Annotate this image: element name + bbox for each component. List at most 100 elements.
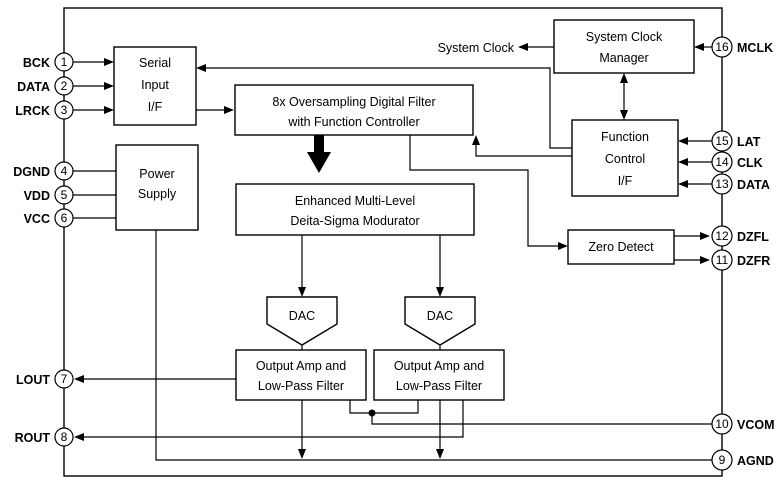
pin-8: 8 ROUT [15, 427, 74, 447]
mod-to-dac-right-arrow [436, 287, 444, 297]
pin-11: 11 DZFR [711, 249, 770, 271]
pin-12: 12 DZFL [711, 225, 769, 247]
pin-12-name: DZFL [737, 230, 769, 244]
pin-12-number: 12 [715, 229, 729, 243]
fc-line-3: I/F [618, 174, 633, 188]
clock-line-1: System Clock [586, 30, 663, 44]
clock-fc-arrow-down [620, 110, 628, 120]
pin-5-number: 5 [61, 188, 68, 202]
pin-16-name: MCLK [737, 41, 773, 55]
serial-line-1: Serial [139, 56, 171, 70]
pin-13-name: DATA [737, 178, 770, 192]
pin-6-number: 6 [61, 211, 68, 225]
power-line-2: Supply [138, 187, 177, 201]
pin-16-number: 16 [715, 40, 729, 54]
pin-10-name: VCOM [737, 418, 775, 432]
bck-arrow [104, 58, 114, 66]
pin-3: 3 LRCK [15, 100, 74, 120]
pin-13-number: 13 [715, 177, 729, 191]
data-in-arrow [104, 82, 114, 90]
pin-3-name: LRCK [15, 104, 50, 118]
pin-6-name: VCC [24, 212, 50, 226]
fc-to-filter-arrow [472, 135, 480, 145]
pin-14-name: CLK [737, 156, 763, 170]
fc-to-filter-line [475, 143, 572, 157]
pin-2-number: 2 [61, 79, 68, 93]
thick-arrow-head [307, 152, 331, 173]
pin-16: 16 MCLK [711, 36, 773, 58]
pin-2: 2 DATA [17, 76, 74, 96]
pin-11-number: 11 [716, 253, 729, 267]
clk-arrow [678, 158, 688, 166]
vcom-line [371, 413, 712, 425]
dzfl-arrow [700, 232, 710, 240]
pin-2-name: DATA [17, 80, 50, 94]
zero-detect-label: Zero Detect [588, 240, 654, 254]
fc-line-1: Function [601, 130, 649, 144]
function-control-block: Function Control I/F [571, 119, 679, 197]
amp-right-block: Output Amp and Low-Pass Filter [373, 349, 505, 401]
power-line-1: Power [139, 167, 174, 181]
filter-to-zero-arrow [558, 242, 568, 250]
fc-to-serial-line [204, 67, 572, 149]
pin-1-number: 1 [61, 55, 68, 69]
dzfr-arrow [700, 256, 710, 264]
thick-arrow-shaft [314, 135, 324, 155]
modulator-line-1: Enhanced Multi-Level [295, 194, 415, 208]
clock-line-2: Manager [599, 51, 648, 65]
serial-to-filter-arrow [224, 106, 234, 114]
fc-to-serial-arrow [196, 64, 206, 72]
pin-5: 5 VDD [24, 185, 74, 205]
fc-line-2: Control [605, 152, 645, 166]
amp-left-block: Output Amp and Low-Pass Filter [235, 349, 367, 401]
rout-arrow [74, 433, 84, 441]
serial-input-block: Serial Input I/F [113, 46, 197, 126]
mod-to-dac-left-arrow [298, 287, 306, 297]
clock-manager-block: System Clock Manager [553, 19, 695, 74]
pin-7-number: 7 [61, 372, 68, 386]
pin-4-number: 4 [61, 164, 68, 178]
filter-line-1: 8x Oversampling Digital Filter [272, 95, 435, 109]
pin-14-number: 14 [715, 155, 729, 169]
modulator-block: Enhanced Multi-Level Deita-Sigma Modurat… [235, 183, 475, 236]
dac-right-label: DAC [427, 309, 453, 323]
pin-15: 15 LAT [711, 130, 761, 152]
amp-left-line-2: Low-Pass Filter [258, 379, 344, 393]
amp-right-line-2: Low-Pass Filter [396, 379, 482, 393]
pin-6: 6 VCC [24, 208, 74, 228]
clock-fc-arrow-up [620, 73, 628, 83]
serial-line-3: I/F [148, 100, 163, 114]
pin-9-number: 9 [719, 453, 726, 467]
dac-left-label: DAC [289, 309, 315, 323]
lout-arrow [74, 375, 84, 383]
pin-4-name: DGND [13, 165, 50, 179]
mclk-arrow [694, 43, 704, 51]
power-supply-block: Power Supply [115, 144, 199, 231]
pin-1: 1 BCK [23, 52, 74, 72]
dac-left: DAC [266, 296, 338, 346]
filter-line-2: with Function Controller [287, 115, 419, 129]
pin-14: 14 CLK [711, 151, 763, 173]
vcom-junction-dot [368, 409, 376, 417]
lrck-arrow [104, 106, 114, 114]
pin-8-name: ROUT [15, 431, 51, 445]
pin-3-number: 3 [61, 103, 68, 117]
pin-8-number: 8 [61, 430, 68, 444]
pin-11-name: DZFR [737, 254, 770, 268]
agnd-line [155, 230, 712, 461]
pin-10-number: 10 [715, 417, 729, 431]
pin-4: 4 DGND [13, 161, 74, 181]
pin-7: 7 LOUT [16, 369, 74, 389]
pin-15-name: LAT [737, 135, 761, 149]
dac-right: DAC [404, 296, 476, 346]
pin-1-name: BCK [23, 56, 50, 70]
zero-detect-block: Zero Detect [567, 229, 675, 265]
pin-7-name: LOUT [16, 373, 50, 387]
lat-arrow [678, 137, 688, 145]
pin-9-name: AGND [737, 454, 774, 468]
dac-to-amp-left-arrow [298, 449, 306, 459]
vcom-bridge-line [349, 400, 419, 414]
pin-9: 9 AGND [711, 449, 774, 471]
serial-line-2: Input [141, 78, 169, 92]
